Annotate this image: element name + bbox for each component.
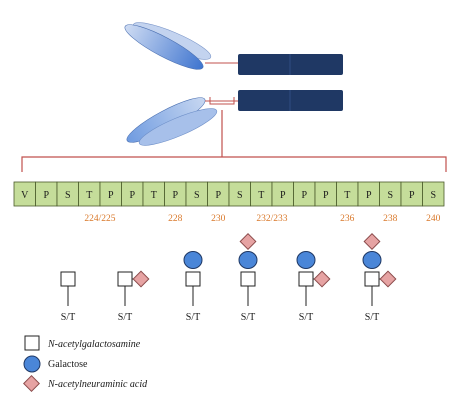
sequence-residue-letter: P: [280, 190, 286, 201]
sequence-residue-letter: P: [129, 190, 135, 201]
expansion-bracket: [21, 110, 447, 172]
sequence-residue-letter: P: [108, 190, 114, 201]
residue-position-labels: 224/225 228 230 232/233 236 238 240: [84, 214, 440, 224]
galactose-icon: [362, 251, 382, 269]
sequence-residue-letter: P: [366, 190, 372, 201]
sequence-residue-letter: P: [409, 190, 415, 201]
legend-galnac-label: N-acetylgalactosamine: [47, 339, 141, 350]
site-label: S/T: [299, 312, 313, 323]
legend-galactose-label: Galactose: [48, 359, 88, 370]
fab-upper-heavy-chain: [124, 24, 204, 70]
sequence-residue-letter: T: [258, 190, 264, 201]
galactose-icon: [296, 251, 316, 269]
galnac-icon: [60, 271, 76, 287]
legend-galactose-icon: [23, 355, 41, 373]
glycoform-6: S/T: [362, 233, 397, 323]
site-label: S/T: [186, 312, 200, 323]
galactose-icon: [238, 251, 258, 269]
neu5ac-icon: [132, 270, 150, 288]
sequence-residue-letter: P: [172, 190, 178, 201]
legend-galnac-icon: [24, 335, 40, 351]
sequence-residue-letter: S: [65, 190, 71, 201]
sequence-residue-letter: T: [151, 190, 157, 201]
sequence-residue-cell: [422, 181, 445, 207]
fab-lower-light-chain: [138, 108, 218, 146]
glycoform-1: S/T: [60, 271, 76, 323]
antibody-schematic: [124, 22, 343, 146]
neu5ac-icon: [313, 270, 331, 288]
sequence-residue-letter: T: [344, 190, 350, 201]
residue-position-label: 224/225: [84, 214, 115, 224]
residue-position-label: 238: [383, 214, 398, 224]
site-label: S/T: [365, 312, 379, 323]
residue-position-label: 230: [211, 214, 226, 224]
sequence-residue-letter: P: [323, 190, 329, 201]
sequence-residue-letter: S: [430, 190, 436, 201]
legend-neu5ac-label: N-acetylneuraminic acid: [47, 379, 148, 390]
residue-position-label: 240: [426, 214, 441, 224]
galnac-icon: [185, 271, 201, 287]
residue-position-label: 232/233: [256, 214, 287, 224]
glycoform-2: S/T: [117, 270, 150, 323]
site-label: S/T: [241, 312, 255, 323]
sequence-residue-letter: V: [21, 190, 29, 201]
glycoform-3: S/T: [183, 251, 203, 323]
neu5ac-icon: [239, 233, 257, 250]
galnac-icon: [117, 271, 133, 287]
hinge-region-marker: [209, 97, 235, 105]
neu5ac-icon: [363, 233, 381, 250]
sequence-residue-letter: S: [194, 190, 200, 201]
o-glycoforms: S/T S/T S/T S/T S/T S/T: [60, 233, 397, 323]
sequence-residue-letter: T: [86, 190, 92, 201]
site-label: S/T: [118, 312, 132, 323]
galnac-icon: [240, 271, 256, 287]
sequence-residue-letter: S: [387, 190, 393, 201]
legend-neu5ac-icon: [23, 375, 40, 392]
residue-position-label: 228: [168, 214, 183, 224]
site-label: S/T: [61, 312, 75, 323]
galactose-icon: [183, 251, 203, 269]
glycoform-4: S/T: [238, 233, 258, 323]
galnac-icon: [364, 271, 380, 287]
galnac-icon: [298, 271, 314, 287]
neu5ac-icon: [379, 270, 397, 288]
sequence-residue-letter: S: [237, 190, 243, 201]
residue-position-label: 236: [340, 214, 355, 224]
sequence-residue-letter: P: [301, 190, 307, 201]
glycoform-5: S/T: [296, 251, 331, 323]
sequence-residue-letter: P: [43, 190, 49, 201]
legend: N-acetylgalactosamine Galactose N-acetyl…: [23, 335, 148, 392]
sequence-residue-letter: P: [215, 190, 221, 201]
